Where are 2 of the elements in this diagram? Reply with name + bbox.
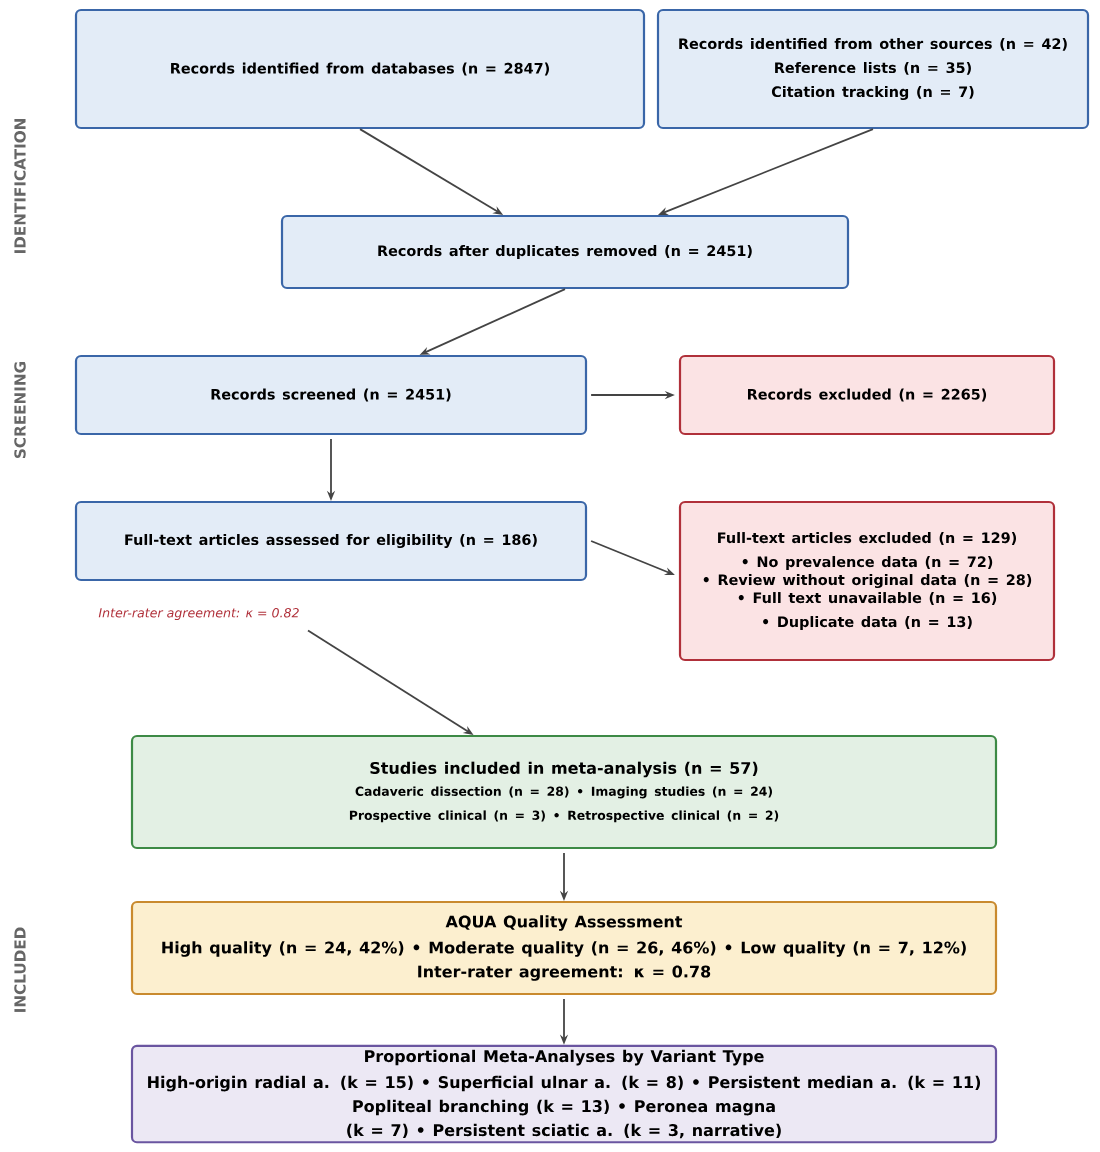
process-box: AQUA Quality Assessment High quality (n = 24, 42%) • Moderate quality (n = 26, 46%) • Low quality (n = 7, 12%) Inter-rater agreement: κ = 0.78 [130, 900, 998, 996]
process-box: Proportional Meta-Analyses by Variant Type High-origin radial a. (k = 15) • Superficial ulnar a. (k = 8) • Persistent median a. (k = 11) Popliteal branching (k = 13) • Peronea magna (k = 7) • Persistent sciatic a. (k = 3, narrative) [130, 1044, 998, 1144]
